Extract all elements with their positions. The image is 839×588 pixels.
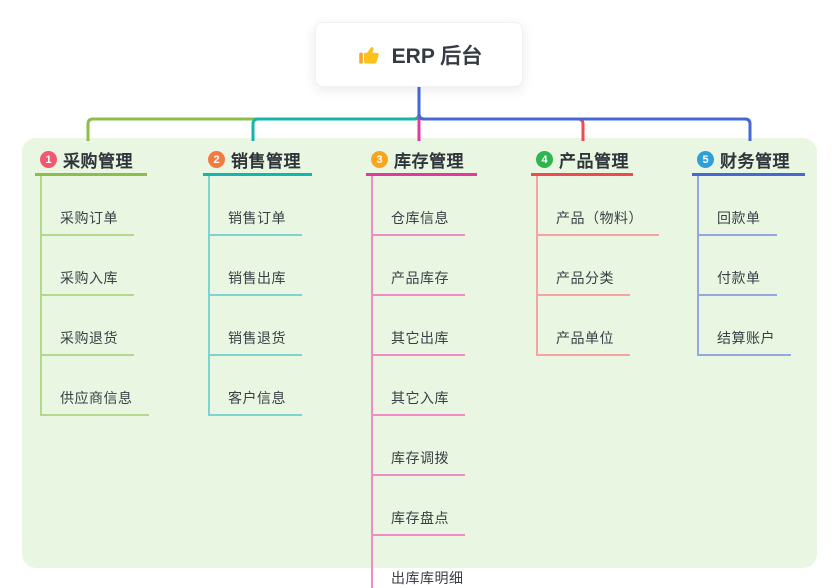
branch: 5 财务管理 回款单 付款单 结算账户 bbox=[692, 146, 805, 356]
child-topic[interactable]: 其它入库 bbox=[373, 356, 465, 416]
child-topic-label: 库存调拨 bbox=[391, 450, 449, 466]
branch-number-badge: 5 bbox=[697, 151, 714, 168]
branch-children: 回款单 付款单 结算账户 bbox=[697, 176, 791, 356]
child-topic[interactable]: 销售退货 bbox=[210, 296, 302, 356]
child-topic[interactable]: 库存调拨 bbox=[373, 416, 465, 476]
branch-title[interactable]: 1 采购管理 bbox=[35, 146, 147, 176]
branch-title[interactable]: 4 产品管理 bbox=[531, 146, 633, 176]
thumbs-up-icon bbox=[356, 42, 382, 68]
branch-children: 销售订单 销售出库 销售退货 客户信息 bbox=[208, 176, 302, 416]
child-topic-label: 回款单 bbox=[717, 210, 761, 226]
root-title: ERP 后台 bbox=[391, 44, 483, 68]
child-topic[interactable]: 采购退货 bbox=[42, 296, 134, 356]
child-topic[interactable]: 回款单 bbox=[699, 176, 777, 236]
child-topic[interactable]: 其它出库 bbox=[373, 296, 465, 356]
child-topic-label: 其它入库 bbox=[391, 390, 449, 406]
branch: 4 产品管理 产品（物料） 产品分类 产品单位 bbox=[531, 146, 659, 356]
branches-panel bbox=[22, 138, 817, 568]
branch-children: 采购订单 采购入库 采购退货 供应商信息 bbox=[40, 176, 149, 416]
child-topic-label: 结算账户 bbox=[717, 330, 775, 346]
child-topic-label: 产品单位 bbox=[556, 330, 614, 346]
child-topic-label: 产品（物料） bbox=[556, 210, 643, 226]
child-topic-label: 其它出库 bbox=[391, 330, 449, 346]
child-topic-label: 出库库明细 bbox=[391, 570, 464, 586]
branch-title-label: 销售管理 bbox=[231, 152, 301, 171]
child-topic[interactable]: 库存盘点 bbox=[373, 476, 465, 536]
child-topic-label: 销售退货 bbox=[228, 330, 286, 346]
child-topic-label: 仓库信息 bbox=[391, 210, 449, 226]
branch-title-label: 产品管理 bbox=[559, 152, 629, 171]
child-topic[interactable]: 销售出库 bbox=[210, 236, 302, 296]
child-topic[interactable]: 销售订单 bbox=[210, 176, 302, 236]
root-node[interactable]: ERP 后台 bbox=[315, 22, 523, 87]
child-topic[interactable]: 仓库信息 bbox=[373, 176, 465, 236]
child-topic-label: 销售订单 bbox=[228, 210, 286, 226]
branch: 2 销售管理 销售订单 销售出库 销售退货 客户信息 bbox=[203, 146, 312, 416]
child-topic-label: 销售出库 bbox=[228, 270, 286, 286]
branch-number-badge: 1 bbox=[40, 151, 57, 168]
branch-title-label: 采购管理 bbox=[63, 152, 133, 171]
branch-title[interactable]: 3 库存管理 bbox=[366, 146, 477, 176]
child-topic[interactable]: 出库库明细 bbox=[373, 536, 480, 588]
child-topic-label: 采购入库 bbox=[60, 270, 118, 286]
branch-number-badge: 4 bbox=[536, 151, 553, 168]
branch: 3 库存管理 仓库信息 产品库存 其它出库 其它入库 库存调拨 库存盘点 出库库… bbox=[366, 146, 480, 588]
branch: 1 采购管理 采购订单 采购入库 采购退货 供应商信息 bbox=[35, 146, 149, 416]
child-topic-label: 客户信息 bbox=[228, 390, 286, 406]
child-topic-label: 付款单 bbox=[717, 270, 761, 286]
branch-title[interactable]: 5 财务管理 bbox=[692, 146, 805, 176]
child-topic[interactable]: 产品库存 bbox=[373, 236, 465, 296]
child-topic[interactable]: 产品（物料） bbox=[538, 176, 659, 236]
child-topic[interactable]: 客户信息 bbox=[210, 356, 302, 416]
child-topic[interactable]: 产品单位 bbox=[538, 296, 630, 356]
branch-title[interactable]: 2 销售管理 bbox=[203, 146, 312, 176]
child-topic-label: 采购退货 bbox=[60, 330, 118, 346]
child-topic-label: 产品分类 bbox=[556, 270, 614, 286]
child-topic[interactable]: 采购入库 bbox=[42, 236, 134, 296]
child-topic[interactable]: 供应商信息 bbox=[42, 356, 149, 416]
branch-children: 仓库信息 产品库存 其它出库 其它入库 库存调拨 库存盘点 出库库明细 bbox=[371, 176, 480, 588]
child-topic-label: 产品库存 bbox=[391, 270, 449, 286]
child-topic[interactable]: 采购订单 bbox=[42, 176, 134, 236]
branch-title-label: 财务管理 bbox=[720, 152, 790, 171]
child-topic-label: 采购订单 bbox=[60, 210, 118, 226]
branch-number-badge: 2 bbox=[208, 151, 225, 168]
child-topic[interactable]: 产品分类 bbox=[538, 236, 630, 296]
child-topic[interactable]: 付款单 bbox=[699, 236, 777, 296]
child-topic-label: 供应商信息 bbox=[60, 390, 133, 406]
branch-number-badge: 3 bbox=[371, 151, 388, 168]
child-topic[interactable]: 结算账户 bbox=[699, 296, 791, 356]
child-topic-label: 库存盘点 bbox=[391, 510, 449, 526]
branch-title-label: 库存管理 bbox=[394, 152, 464, 171]
branch-children: 产品（物料） 产品分类 产品单位 bbox=[536, 176, 659, 356]
